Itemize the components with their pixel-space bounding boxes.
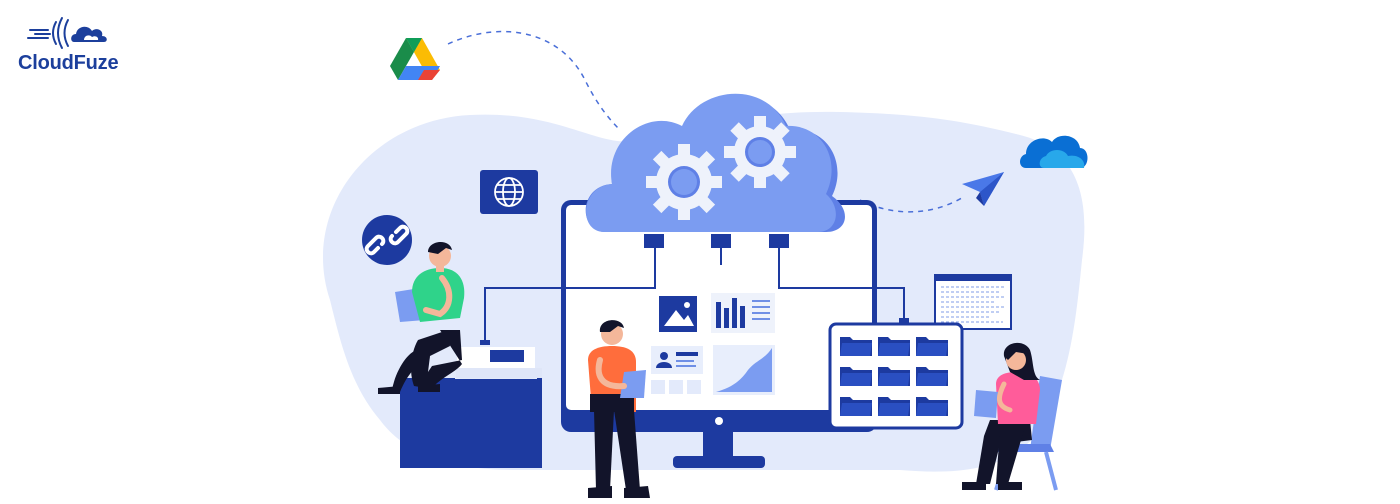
paper-plane-icon <box>962 172 1004 206</box>
image-icon <box>659 296 697 332</box>
monitor-stand <box>673 430 765 468</box>
dashed-trail-left <box>447 30 621 131</box>
person-pink-shirt <box>962 342 1062 491</box>
link-icon <box>362 215 412 265</box>
google-drive-icon <box>390 38 440 80</box>
cloud-connectors <box>484 245 905 342</box>
area-chart-icon <box>713 345 775 395</box>
cloudfuze-logo-mark <box>27 17 107 49</box>
cloudfuze-logo: CloudFuze <box>18 16 128 76</box>
folder-icon <box>916 367 948 386</box>
document-icon <box>934 274 1012 330</box>
gear-icon <box>646 144 722 220</box>
gear-icon <box>724 116 796 188</box>
person-green-shirt <box>378 241 465 394</box>
profile-card-icon <box>651 346 703 394</box>
storage-box <box>400 345 542 468</box>
globe-icon <box>480 170 538 214</box>
folder-icon <box>916 337 948 356</box>
onedrive-icon <box>1020 135 1088 168</box>
folder-icon <box>840 397 872 416</box>
folder-icon <box>840 367 872 386</box>
folder-icon <box>916 397 948 416</box>
folder-icon <box>878 337 910 356</box>
folder-icon <box>878 397 910 416</box>
person-orange-shirt <box>588 320 650 498</box>
folder-grid <box>840 337 948 416</box>
brand-name: CloudFuze <box>18 52 119 74</box>
folder-icon <box>878 367 910 386</box>
bar-chart-icon <box>711 293 775 333</box>
folder-icon <box>840 337 872 356</box>
